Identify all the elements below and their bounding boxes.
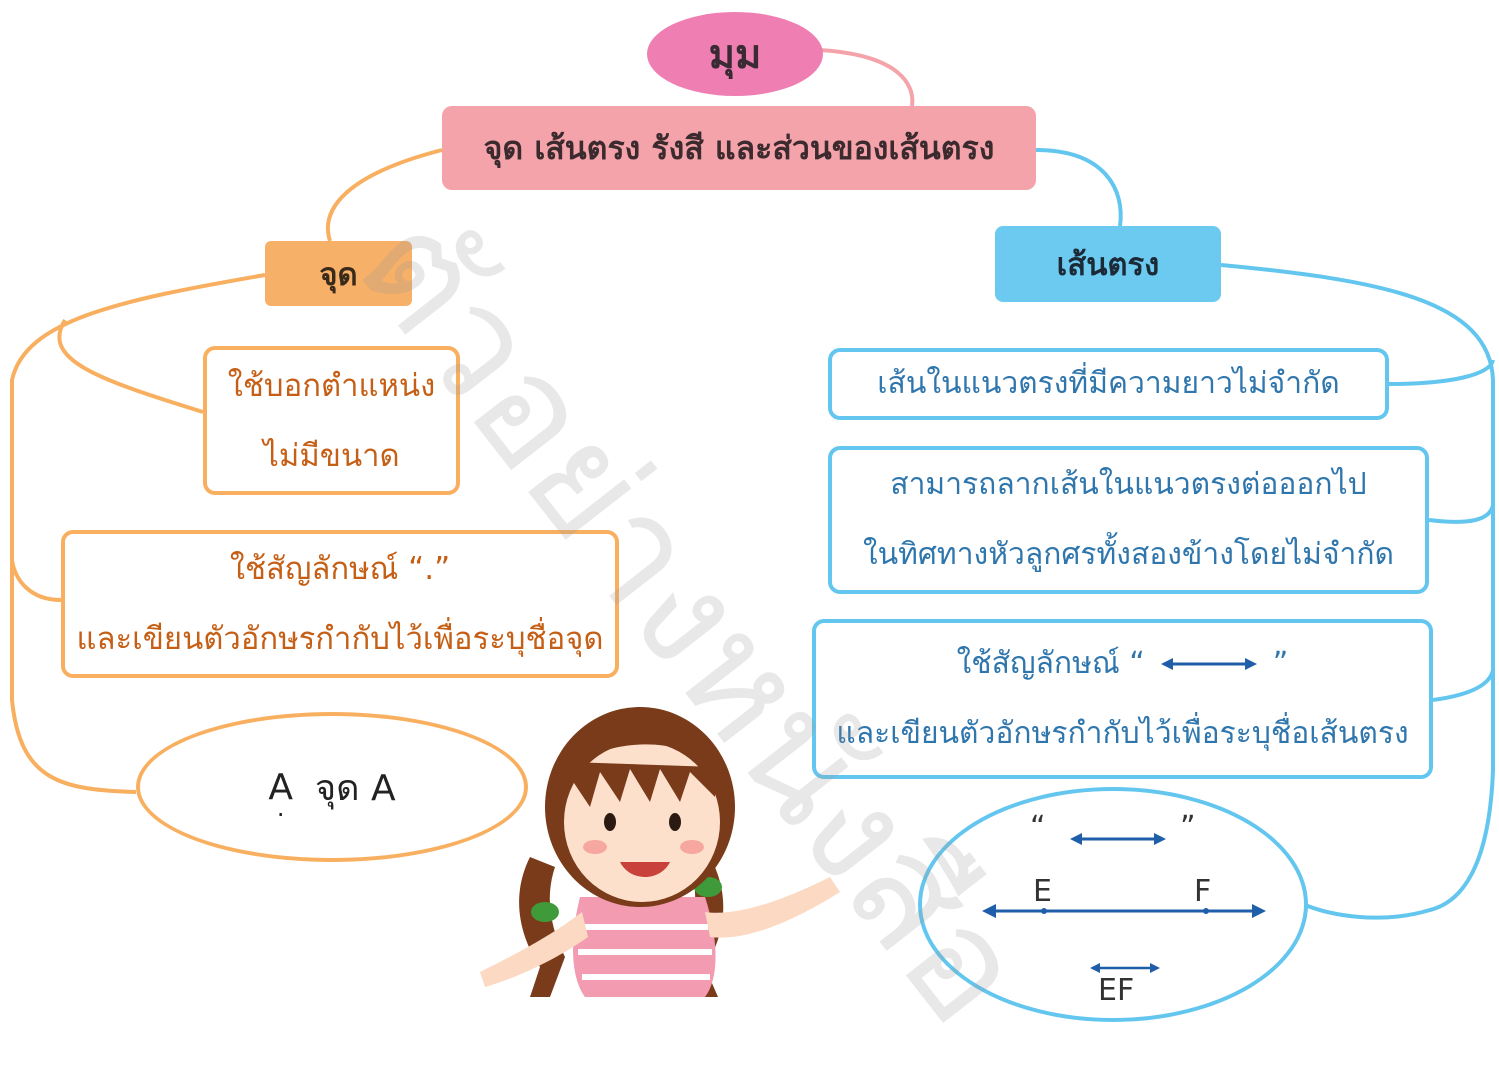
- line-symbol-line1: ใช้สัญลักษณ์ “ ”: [957, 629, 1289, 699]
- line-branch-3: [1432, 669, 1495, 702]
- example-quote-close: ”: [1180, 810, 1196, 845]
- point-description-box: ใช้บอกตำแหน่ง ไม่มีขนาด: [203, 346, 460, 495]
- point-desc-line1: ใช้บอกตำแหน่ง: [227, 367, 436, 404]
- title-connector: [819, 48, 915, 107]
- line-extend-line1: สามารถลากเส้นในแนวตรงต่อออกไป: [890, 467, 1367, 502]
- example-quote-open: “: [1030, 810, 1046, 845]
- line-description-box: เส้นในแนวตรงที่มีความยาวไม่จำกัด: [828, 348, 1389, 420]
- point-example-oval: A · จุด A: [136, 712, 528, 862]
- line-symbol-box: ใช้สัญลักษณ์ “ ” และเขียนตัวอักษรกำกับไว…: [812, 619, 1433, 779]
- line-connector: [1035, 148, 1123, 227]
- example-point-e-dot: [1041, 908, 1047, 914]
- subtitle-text: จุด เส้นตรง รังสี และส่วนของเส้นตรง: [483, 128, 995, 167]
- point-symbol-line2: และเขียนตัวอักษรกำกับไว้เพื่อระบุชื่อจุด: [76, 621, 604, 657]
- line-symbol-suffix: ”: [1272, 646, 1289, 681]
- example-line-arrow-left: [982, 904, 996, 918]
- point-bracket: [10, 273, 266, 794]
- point-symbol-line1: ใช้สัญลักษณ์ “.”: [229, 551, 451, 587]
- example-name-text: EF: [1098, 973, 1134, 1008]
- title-node: มุม: [647, 12, 823, 96]
- line-branch-1: [1388, 359, 1495, 386]
- line-extend-line2: ในทิศทางหัวลูกศรทั้งสองข้างโดยไม่จำกัด: [862, 537, 1395, 572]
- line-heading-text: เส้นตรง: [1056, 247, 1160, 283]
- point-heading-node: จุด: [265, 241, 412, 306]
- point-heading-text: จุด: [319, 256, 358, 293]
- line-branch-2: [1428, 504, 1495, 524]
- example-point-e-label: E: [1033, 874, 1052, 909]
- line-example-drawing: “ ” E F EF: [982, 810, 1266, 1008]
- line-extend-box: สามารถลากเส้นในแนวตรงต่อออกไป ในทิศทางหั…: [828, 446, 1429, 594]
- point-example: A · จุด A: [268, 759, 396, 829]
- example-name-arrow-left: [1090, 963, 1100, 973]
- example-line-arrow-right: [1252, 904, 1266, 918]
- connector-lines: [10, 48, 1495, 920]
- example-point-f-label: F: [1194, 874, 1211, 909]
- line-symbol-prefix: ใช้สัญลักษณ์ “: [956, 646, 1145, 681]
- point-branch-2: [10, 559, 62, 602]
- double-arrow-icon: [1160, 658, 1257, 670]
- line-heading-node: เส้นตรง: [995, 226, 1221, 302]
- point-desc-line2: ไม่มีขนาด: [263, 437, 400, 474]
- point-example-text: จุด A: [315, 767, 396, 809]
- line-example-oval: “ ” E F EF: [918, 787, 1308, 1022]
- point-branch-1: [57, 318, 204, 414]
- line-desc-text: เส้นในแนวตรงที่มีความยาวไม่จำกัด: [877, 366, 1340, 401]
- example-point-f-dot: [1203, 908, 1209, 914]
- point-dot-icon: ·: [276, 800, 285, 829]
- title-text: มุม: [708, 32, 762, 78]
- point-symbol-box: ใช้สัญลักษณ์ “.” และเขียนตัวอักษรกำกับไว…: [61, 530, 619, 678]
- point-example-mark: A ·: [268, 766, 294, 829]
- point-connector: [325, 148, 443, 242]
- point-example-letter: A: [268, 766, 294, 808]
- subtitle-node: จุด เส้นตรง รังสี และส่วนของเส้นตรง: [442, 106, 1036, 190]
- example-name-arrow-right: [1150, 963, 1160, 973]
- girl-illustration: [480, 707, 840, 997]
- line-symbol-line2: และเขียนตัวอักษรกำกับไว้เพื่อระบุชื่อเส้…: [836, 716, 1409, 751]
- example-symbol-arrow-right: [1154, 833, 1166, 845]
- example-symbol-arrow-left: [1070, 833, 1082, 845]
- line-bracket: [1220, 263, 1495, 920]
